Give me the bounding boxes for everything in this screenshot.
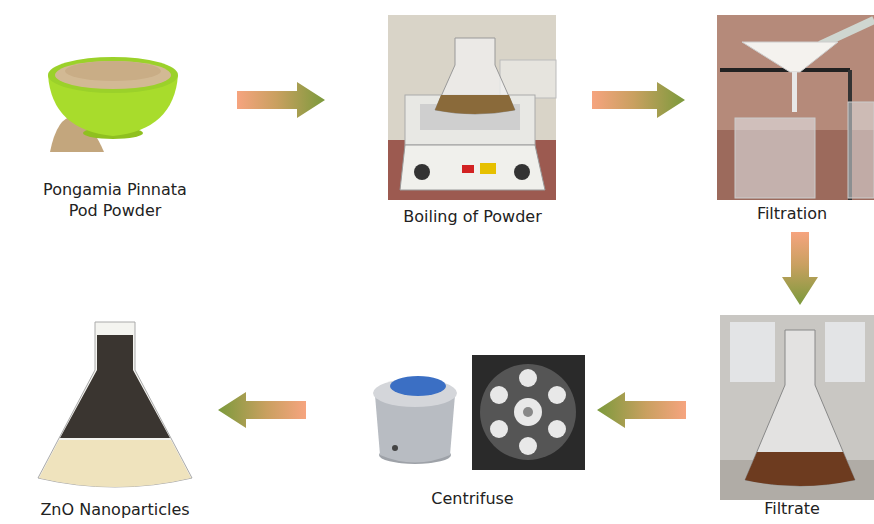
hotplate-photo: [388, 15, 556, 200]
process-step: Centrifuse: [355, 350, 590, 513]
powder-bowl: [48, 57, 178, 152]
step-caption: Pongamia Pinnata Pod Powder: [40, 179, 190, 222]
flow-arrow: [597, 392, 686, 428]
process-step: Boiling of Powder: [380, 12, 565, 232]
process-step: Pongamia Pinnata Pod Powder: [20, 40, 210, 225]
filtration-photo: [717, 15, 874, 200]
centrifuge-photo: [362, 355, 585, 470]
step-caption: Boiling of Powder: [403, 206, 542, 228]
step-caption: Centrifuse: [431, 488, 513, 510]
process-step: Filtration: [712, 12, 872, 230]
flow-arrow: [592, 82, 685, 118]
step-caption: Filtrate: [764, 498, 820, 520]
step-caption: Filtration: [757, 203, 827, 225]
flow-arrow: [237, 82, 325, 118]
flow-arrow: [782, 232, 818, 305]
flow-arrow: [218, 392, 306, 428]
nanoparticle-flask: [38, 322, 192, 487]
process-step: ZnO Nanoparticles: [20, 312, 210, 522]
process-step: Filtrate: [712, 312, 872, 522]
step-caption: ZnO Nanoparticles: [40, 499, 189, 521]
filtrate-photo: [720, 315, 874, 500]
